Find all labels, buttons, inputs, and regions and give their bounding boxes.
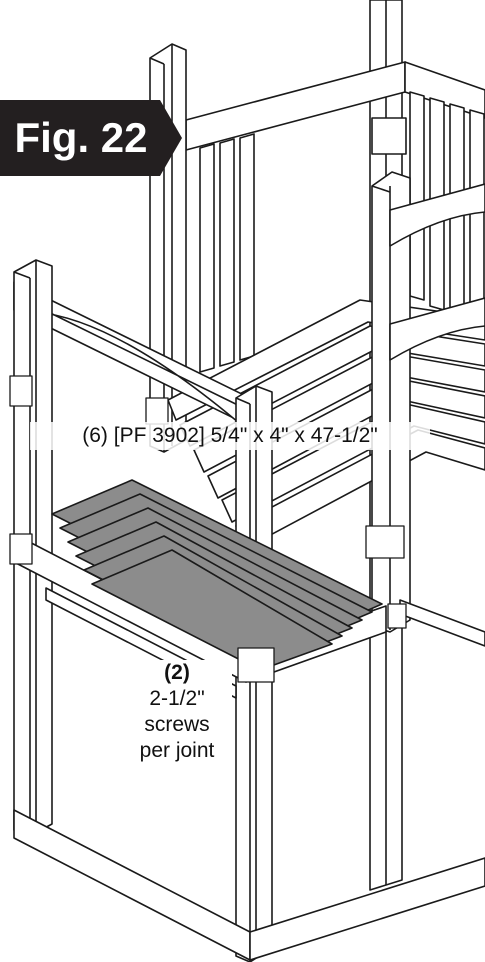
- ground-frame: [13, 599, 485, 961]
- figure-tag: Fig. 22: [0, 100, 182, 176]
- screw-note: per joint: [139, 739, 215, 762]
- figure-number: Fig. 22: [14, 114, 148, 161]
- highlighted-deck-boards: [51, 479, 383, 671]
- screw-size: 2-1/2": [149, 687, 205, 710]
- screw-quantity: (2): [164, 661, 190, 684]
- screw-type: screws: [144, 713, 210, 736]
- part-callout: (6) [PF 3902] 5/4" x 4" x 47-1/2": [30, 422, 430, 450]
- corner-brackets: [9, 375, 407, 683]
- screw-callout: (2) 2-1/2" screws per joint: [122, 660, 232, 764]
- figure-tag-arrow: [0, 100, 182, 176]
